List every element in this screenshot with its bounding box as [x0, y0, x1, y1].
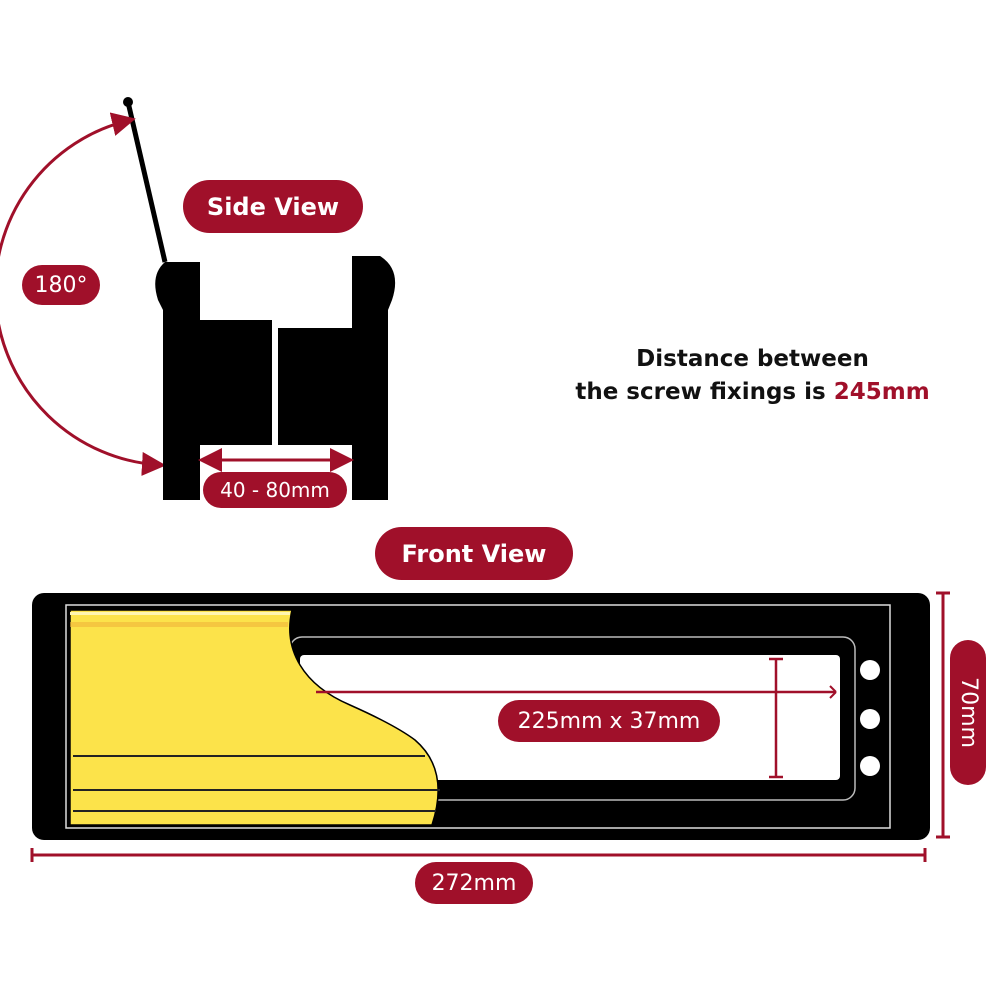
screw-hole [860, 660, 880, 680]
angle-arc [0, 112, 166, 476]
height-label-pill: 70mm [950, 640, 986, 785]
side-right-block [278, 328, 352, 445]
note-line-2: the screw fixings is 245mm [540, 376, 965, 409]
angle-label: 180° [22, 265, 100, 305]
front-view-label: Front View [375, 527, 573, 580]
height-label: 70mm [955, 677, 981, 748]
gap-range-label: 40 - 80mm [203, 472, 347, 508]
side-left-block [200, 320, 272, 445]
side-left-wall [155, 262, 200, 500]
front-view-drawing [30, 591, 950, 862]
draught-tape [69, 609, 439, 826]
screw-hole [860, 709, 880, 729]
screw-distance-note: Distance between the screw fixings is 24… [540, 343, 965, 409]
side-view-drawing [0, 97, 396, 500]
opening-size-label: 225mm x 37mm [498, 700, 720, 742]
width-label: 272mm [415, 862, 533, 904]
note-line-1: Distance between [636, 346, 869, 372]
flap-arm [125, 101, 168, 263]
note-prefix: the screw fixings is [575, 379, 834, 405]
side-right-wall [352, 256, 396, 500]
side-view-label: Side View [183, 180, 363, 233]
screw-hole [860, 756, 880, 776]
screw-distance-value: 245mm [833, 379, 930, 405]
